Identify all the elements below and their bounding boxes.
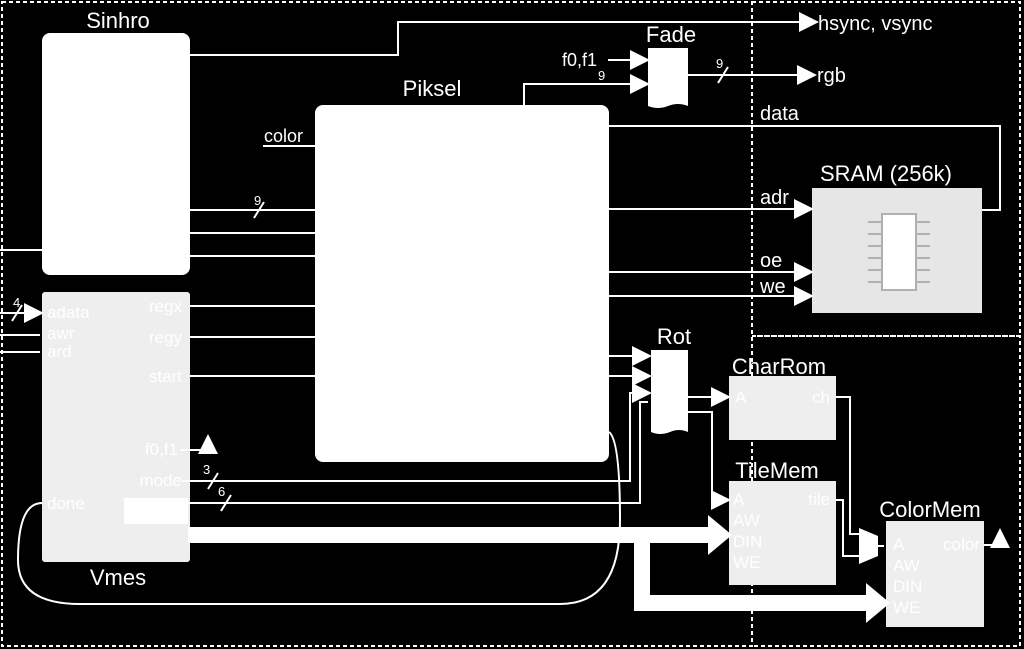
adr-label: adr: [760, 187, 789, 209]
colormem-port-aw: AW: [893, 556, 920, 575]
rot-block: [651, 350, 688, 434]
tilemem-port-tile: tile: [808, 490, 830, 509]
wire-charrom-mux: [836, 396, 859, 535]
mode-width: 3: [203, 462, 210, 477]
piksel-label: Piksel: [403, 76, 462, 101]
color-label: color: [264, 126, 303, 146]
adata-width-slash: [11, 304, 23, 322]
bus-stub: [124, 498, 188, 524]
ic-chip-icon: [868, 213, 930, 291]
wire-piksel-fade: [523, 74, 650, 105]
colormem-port-we: WE: [893, 598, 920, 617]
port-regy: regy: [149, 328, 183, 347]
tilemem-port-a: A: [733, 490, 745, 509]
colormem-label: ColorMem: [879, 497, 980, 522]
we-label: we: [759, 276, 786, 298]
hsync-vsync-label: hsync, vsync: [818, 13, 932, 35]
adata-width: 4: [13, 295, 20, 310]
tilemem-block: [729, 481, 836, 585]
tilemem-label: TileMem: [735, 458, 819, 483]
charrom-label: CharRom: [732, 354, 826, 379]
wire-f0f1-up: [180, 434, 218, 454]
bus-vmes-colormem: [634, 535, 870, 611]
wire-rot-tilemem: [688, 411, 731, 510]
wire-data-bus: [609, 125, 1001, 211]
wire-tilemem-mux: [836, 499, 859, 557]
tilemem-port-we: WE: [733, 553, 760, 572]
wire-6bit: [188, 401, 648, 504]
port-ard: ard: [47, 342, 72, 361]
port-start: start: [149, 367, 182, 386]
fpga-region-outline: [1, 1, 753, 647]
mode-width-slash: [207, 472, 219, 490]
wire-mode: [182, 383, 652, 482]
piksel-block: [315, 105, 609, 462]
bus-vmes-tilemem-arrow: [708, 515, 732, 555]
sinhro-label: Sinhro: [86, 8, 150, 33]
fade-block: [648, 48, 688, 108]
fade-in-width: 9: [598, 68, 605, 83]
oe-label: oe: [760, 250, 782, 272]
sram-label: SRAM (256k): [820, 161, 952, 186]
sinhro-block: [42, 33, 190, 275]
colormem-port-a: A: [893, 535, 905, 554]
charrom-block: [729, 376, 836, 440]
port-regx: regx: [149, 297, 183, 316]
accelerator-region-outline: [752, 335, 1021, 647]
tilemem-port-aw: AW: [733, 511, 760, 530]
port-mode: mode: [139, 471, 182, 490]
colormem-port-din: DIN: [893, 577, 922, 596]
vmes-block: [42, 292, 190, 562]
port-awr: awr: [47, 324, 75, 343]
port-f0f1: f0,f1: [145, 440, 178, 459]
charrom-port-a: A: [735, 388, 747, 407]
colormem-block: [886, 521, 984, 627]
wire-done-loop: [16, 431, 622, 605]
fade-label: Fade: [646, 22, 696, 47]
6bit-width: 6: [218, 484, 225, 499]
rgb-width-slash: [717, 66, 729, 84]
data-label: data: [760, 103, 800, 125]
sinhro-width: 9: [254, 193, 261, 208]
rgb-width: 9: [716, 56, 723, 71]
sinhro-width-slash: [253, 201, 265, 219]
port-adata: adata: [47, 303, 90, 322]
charrom-port-ch: ch: [812, 388, 830, 407]
rot-label: Rot: [657, 324, 691, 349]
wire-colormem-out: [984, 528, 1010, 548]
fade-f0f1-label: f0,f1: [562, 50, 597, 70]
vmes-label: Vmes: [90, 565, 146, 590]
tilemem-port-din: DIN: [733, 532, 762, 551]
wire-sinhro-hsync: [190, 12, 819, 56]
mux-shape: [859, 528, 878, 564]
bus-vmes-colormem-arrow: [866, 583, 890, 623]
6bit-width-slash: [220, 494, 232, 512]
rgb-label: rgb: [817, 65, 846, 87]
port-done: done: [47, 494, 85, 513]
colormem-port-color: color: [943, 535, 980, 554]
